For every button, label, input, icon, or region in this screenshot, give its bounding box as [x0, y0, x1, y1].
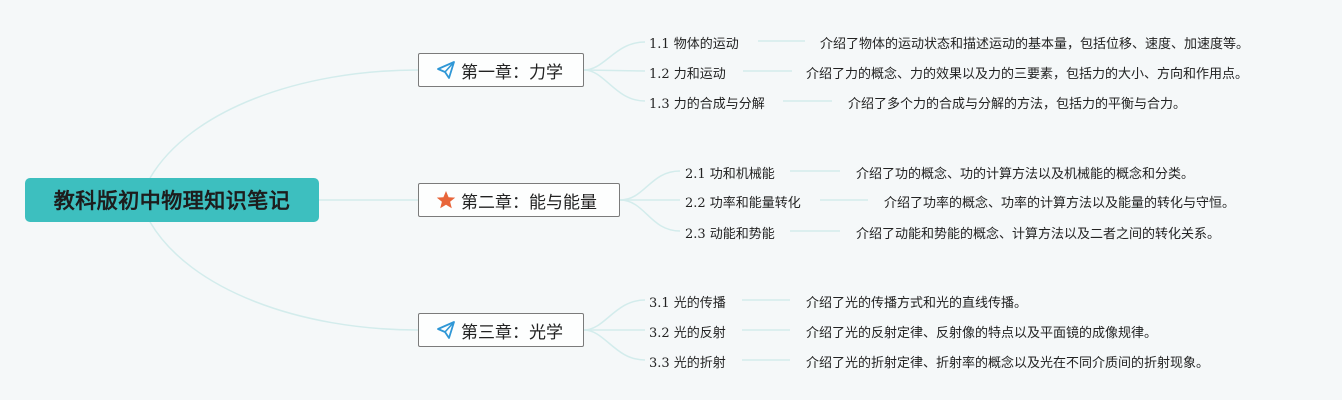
link-ch1-s3: [583, 69, 646, 102]
link-root-ch3: [149, 221, 419, 331]
section-topic-2-2[interactable]: 2.2 功率和能量转化: [685, 196, 801, 211]
chapter-node-1[interactable]: 第一章：力学: [418, 53, 584, 87]
section-summary-3-2[interactable]: 介绍了光的反射定律、反射像的特点以及平面镜的成像规律。: [806, 326, 1158, 341]
chapter-node-2[interactable]: 第二章：能与能量: [418, 183, 620, 217]
section-topic-1-2[interactable]: 1.2 力和运动: [649, 67, 726, 82]
chapter-title: 第一章：力学: [461, 62, 563, 83]
chapter-title: 第三章：光学: [461, 322, 563, 343]
section-topic-3-1[interactable]: 3.1 光的传播: [649, 296, 726, 311]
section-summary-3-1[interactable]: 介绍了光的传播方式和光的直线传播。: [806, 296, 1028, 311]
link-ch3-s1: [583, 299, 646, 331]
section-topic-2-1[interactable]: 2.1 功和机械能: [685, 167, 775, 182]
chapter-title: 第二章：能与能量: [461, 192, 597, 213]
section-summary-1-2[interactable]: 介绍了力的概念、力的效果以及力的三要素，包括力的大小、方向和作用点。: [806, 67, 1249, 82]
link-ch3-s3: [583, 329, 646, 361]
link-ch1-s2: [583, 69, 646, 72]
chapter-node-3[interactable]: 第三章：光学: [418, 313, 584, 347]
section-summary-2-2[interactable]: 介绍了功率的概念、功率的计算方法以及能量的转化与守恒。: [884, 196, 1236, 211]
section-summary-1-1[interactable]: 介绍了物体的运动状态和描述运动的基本量，包括位移、速度、加速度等。: [820, 37, 1250, 52]
root-topic-label: 教科版初中物理知识笔记: [53, 189, 291, 213]
link-ch2-s1: [619, 170, 681, 201]
section-topic-3-2[interactable]: 3.2 光的反射: [649, 326, 726, 341]
link-root-ch1: [149, 69, 419, 179]
section-summary-3-3[interactable]: 介绍了光的折射定律、折射率的概念以及光在不同介质间的折射现象。: [806, 356, 1210, 371]
section-summary-2-1[interactable]: 介绍了功的概念、功的计算方法以及机械能的概念和分类。: [856, 167, 1195, 182]
link-ch1-s1: [583, 41, 646, 71]
paper-plane-icon: [435, 319, 457, 341]
root-topic[interactable]: 教科版初中物理知识笔记: [25, 178, 319, 222]
section-summary-1-3[interactable]: 介绍了多个力的合成与分解的方法，包括力的平衡与合力。: [848, 97, 1187, 112]
section-topic-2-3[interactable]: 2.3 动能和势能: [685, 227, 775, 242]
section-topic-3-3[interactable]: 3.3 光的折射: [649, 356, 726, 371]
section-topic-1-3[interactable]: 1.3 力的合成与分解: [649, 97, 765, 112]
link-ch2-s3: [619, 199, 681, 232]
section-summary-2-3[interactable]: 介绍了动能和势能的概念、计算方法以及二者之间的转化关系。: [856, 227, 1221, 242]
paper-plane-icon: [435, 59, 457, 81]
star-icon: [435, 189, 457, 211]
section-topic-1-1[interactable]: 1.1 物体的运动: [649, 37, 739, 52]
